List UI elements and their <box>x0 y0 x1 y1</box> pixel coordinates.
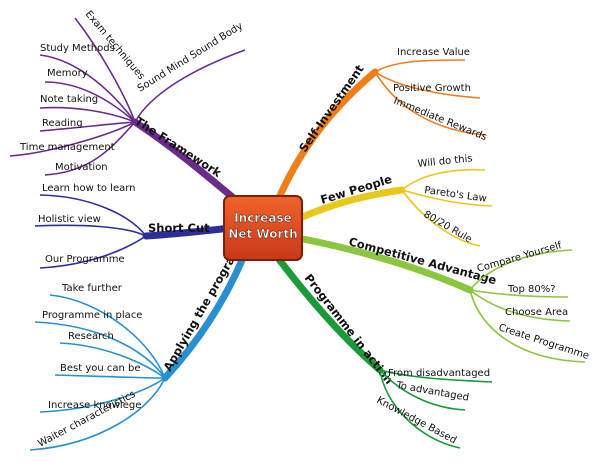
leaf-waiter-characteristics: Waiter characteristics <box>36 389 137 450</box>
leaf-learn-how: Learn how to learn <box>42 183 136 194</box>
leaf-to-advantaged: To advantaged <box>394 380 469 404</box>
leaf-will-do-this: Will do this <box>417 153 473 170</box>
leaf-holistic-view: Holistic view <box>38 214 101 225</box>
branch-line <box>294 234 474 294</box>
leaf-time-management: Time management <box>19 142 115 153</box>
leaf-choose-area: Choose Area <box>505 307 568 318</box>
leaf-positive-growth: Positive Growth <box>393 83 471 94</box>
selfinvest-leaf-lines <box>374 59 486 136</box>
leaf-top-80: Top 80%? <box>507 284 556 295</box>
leaf-increase-value: Increase Value <box>397 47 470 58</box>
branch-label-shortcut: Short Cut <box>148 221 210 235</box>
central-line-2: Net Worth <box>228 227 297 241</box>
central-line-1: Increase <box>234 211 292 225</box>
branch-short-cut: Short Cut Learn how to learn Holistic vi… <box>34 183 236 269</box>
leaf-note-taking: Note taking <box>40 94 98 105</box>
leaf-reading: Reading <box>42 118 83 129</box>
leaf-from-disadvantaged: From disadvantaged <box>388 368 490 379</box>
branch-few-people: Few People Will do this Pareto's Law 80/… <box>296 153 493 247</box>
branch-competitive-advantage: Competitive Advantage Compare Yourself T… <box>294 234 590 363</box>
leaf-research: Research <box>68 331 114 342</box>
branch-line <box>296 186 406 222</box>
leaf-80-20-rule: 80/20 Rule <box>422 209 474 245</box>
inaction-leaf-lines <box>379 369 493 449</box>
fewpeople-leaf-lines <box>401 168 493 247</box>
shortcut-leaf-lines <box>34 194 147 269</box>
branch-label-competitive: Competitive Advantage <box>347 234 498 287</box>
leaf-take-further: Take further <box>61 283 123 294</box>
branch-line <box>131 118 240 204</box>
central-box <box>223 195 303 261</box>
competitive-leaf-lines <box>469 249 586 363</box>
leaf-study-methods: Study Methods <box>40 43 115 54</box>
branch-line <box>161 254 247 382</box>
central-topic: Increase Net Worth <box>223 195 303 261</box>
leaf-our-programme: Our Programme <box>45 254 125 265</box>
branch-label-selfinvest: Self-Investment <box>296 62 367 155</box>
leaf-memory: Memory <box>47 68 88 79</box>
branch-the-framework: The Framework Sound Mind Sound Body Exam… <box>9 9 246 204</box>
leaf-sound-mind: Sound Mind Sound Body <box>136 21 245 95</box>
leaf-best-you-can-be: Best you can be <box>60 363 141 374</box>
branch-label-framework: The Framework <box>132 114 224 180</box>
branch-label-inaction: Programme in action <box>302 271 397 387</box>
applying-leaf-lines <box>29 294 166 451</box>
leaf-programme-in-place: Programme in place <box>42 310 142 321</box>
branch-line <box>274 254 384 374</box>
framework-leaf-lines <box>9 17 246 176</box>
leaf-increase-knowlege: Increase knowlege <box>48 400 141 411</box>
leaf-compare-yourself: Compare Yourself <box>476 240 564 275</box>
branch-line <box>274 68 379 204</box>
leaf-immediate-rewards: Immediate Rewards <box>392 96 488 143</box>
leaf-knowledge-based: Knowledge Based <box>375 395 459 446</box>
leaf-motivation: Motivation <box>55 162 108 173</box>
